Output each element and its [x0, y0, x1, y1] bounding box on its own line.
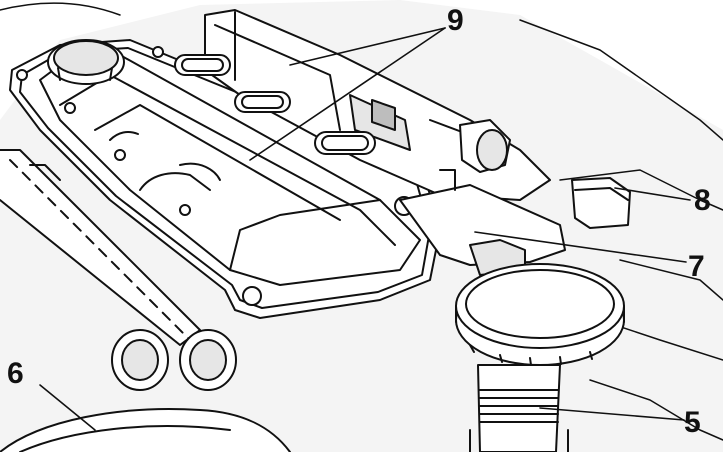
- large-cap: [455, 263, 625, 366]
- callout-8: 8: [694, 184, 711, 217]
- pipe-ends: [111, 329, 237, 391]
- intake-ports: [174, 54, 376, 155]
- small-bracket: [571, 177, 631, 229]
- callout-6: 6: [7, 357, 24, 390]
- oil-filler-cap: [47, 39, 125, 85]
- callout-7: 7: [688, 250, 705, 283]
- pipe-elbow: [459, 119, 511, 173]
- callout-5: 5: [684, 406, 701, 439]
- leader-lines: [39, 27, 691, 431]
- fuel-rail: [0, 149, 201, 346]
- callout-9: 9: [447, 4, 464, 37]
- hose-coupling: [469, 364, 569, 452]
- lower-left-component: [0, 408, 291, 452]
